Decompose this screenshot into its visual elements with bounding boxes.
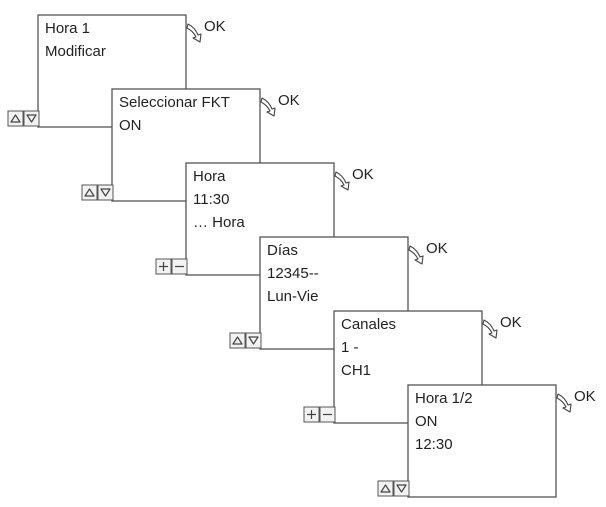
ok-arrow-icon (556, 393, 572, 413)
display-line: CH1 (341, 362, 371, 379)
display-line: ON (415, 413, 438, 430)
down-icon (100, 188, 111, 197)
up-icon (84, 188, 95, 197)
minus-button[interactable] (171, 258, 188, 275)
down-button[interactable] (393, 480, 410, 497)
display-line: Días (267, 242, 298, 259)
ok-label: OK (426, 240, 448, 257)
down-icon (396, 484, 407, 493)
display-line: Lun-Vie (267, 288, 318, 305)
display-line: Hora 1/2 (415, 390, 473, 407)
plus-icon (307, 410, 316, 419)
ok-button[interactable]: OK (186, 18, 226, 43)
ok-arrow-icon (186, 23, 202, 43)
display-line: 1 - (341, 339, 359, 356)
display-line: Hora (193, 168, 226, 185)
ok-button[interactable]: OK (408, 240, 448, 265)
ok-label: OK (278, 92, 300, 109)
up-button[interactable] (81, 184, 98, 201)
display-line: 11:30 (193, 191, 229, 208)
ok-button[interactable]: OK (260, 92, 300, 117)
up-button[interactable] (229, 332, 246, 349)
plus-button[interactable] (155, 258, 172, 275)
ok-arrow-icon (334, 171, 350, 191)
ok-label: OK (500, 314, 522, 331)
down-icon (26, 114, 37, 123)
display-line: 12345-- (267, 265, 319, 282)
ok-arrow-icon (260, 97, 276, 117)
down-button[interactable] (97, 184, 114, 201)
down-button[interactable] (23, 110, 40, 127)
ok-arrow-icon (408, 245, 424, 265)
display-line: 12:30 (415, 436, 453, 453)
minus-button[interactable] (319, 406, 336, 423)
ok-label: OK (574, 388, 596, 405)
step-screen-6: Hora 1/2ON 12:30 OK (377, 384, 596, 498)
ok-label: OK (204, 18, 226, 35)
down-icon (248, 336, 259, 345)
plus-button[interactable] (303, 406, 320, 423)
up-icon (380, 484, 391, 493)
step-screen-3: Hora 11:30 … Hora OK (155, 162, 374, 276)
display-box (407, 384, 557, 498)
ok-button[interactable]: OK (334, 166, 374, 191)
display-line: … Hora (193, 214, 245, 231)
display-line: ON (119, 117, 142, 134)
display-line: Canales (341, 316, 396, 333)
display-line: Modificar (45, 43, 106, 60)
up-icon (232, 336, 243, 345)
up-button[interactable] (7, 110, 24, 127)
ok-arrow-icon (482, 319, 498, 339)
display-line: Hora 1 (45, 20, 90, 37)
ok-button[interactable]: OK (556, 388, 596, 413)
ok-button[interactable]: OK (482, 314, 522, 339)
up-button[interactable] (377, 480, 394, 497)
ok-label: OK (352, 166, 374, 183)
plus-icon (159, 262, 168, 271)
up-icon (10, 114, 21, 123)
display-line: Seleccionar FKT (119, 94, 230, 111)
down-button[interactable] (245, 332, 262, 349)
